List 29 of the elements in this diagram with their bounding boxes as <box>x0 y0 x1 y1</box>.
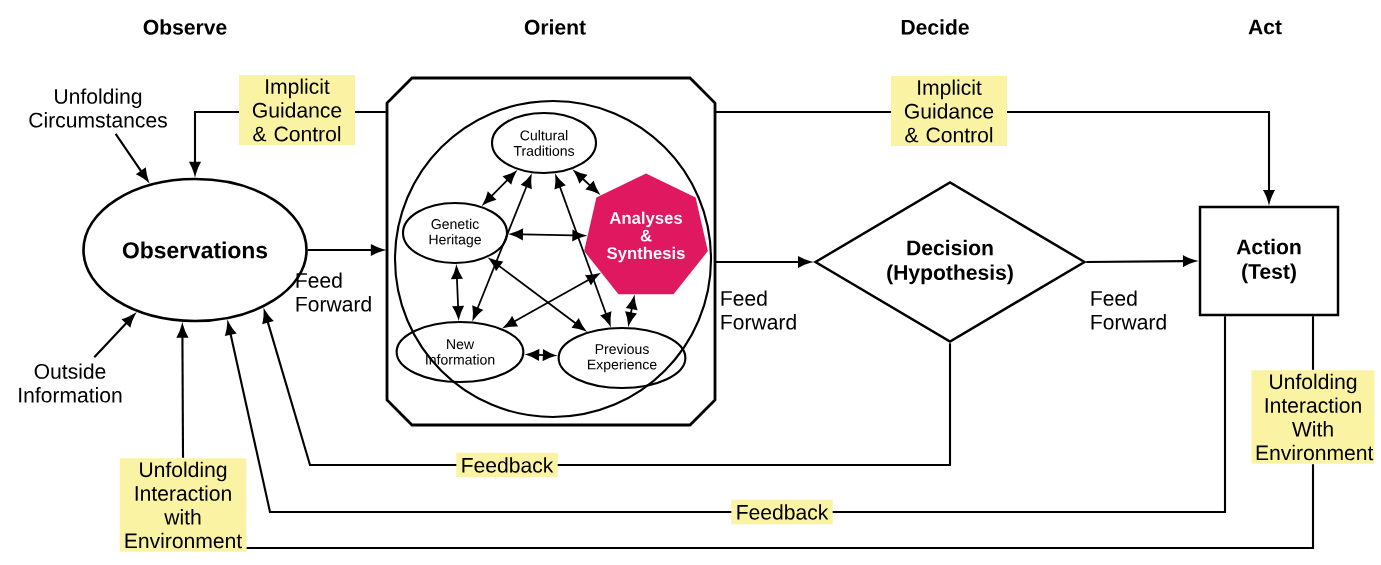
connector-line <box>1311 316 1315 370</box>
column-heading: Act <box>1248 19 1282 35</box>
synthesis-heptagon: Analyses & Synthesis <box>584 173 708 295</box>
input-text: Outside Information <box>19 363 122 403</box>
double-arrow <box>451 266 464 319</box>
action-box: Action (Test) <box>1198 205 1340 317</box>
double-arrow <box>554 175 612 326</box>
arrow <box>93 313 135 358</box>
column-heading: Orient <box>524 19 586 35</box>
edge-label: Feed Forward <box>296 272 371 312</box>
column-heading: Decide <box>901 19 969 35</box>
edge-label: Implicit Guidance & Control <box>239 75 355 145</box>
double-arrow <box>510 228 585 241</box>
arrow <box>307 244 384 256</box>
connector-line <box>246 464 1315 550</box>
arrow <box>715 256 811 268</box>
arrow <box>114 133 149 182</box>
double-arrow <box>472 175 532 320</box>
edge-label: Implicit Guidance & Control <box>891 76 1007 146</box>
double-arrow <box>483 171 516 205</box>
edge-label: Feedback <box>731 499 833 525</box>
edge-label: Feed Forward <box>1091 290 1166 330</box>
double-arrow <box>489 258 586 331</box>
arrow <box>1086 255 1196 267</box>
double-arrow <box>574 170 599 194</box>
input-text: Unfolding Circumstances <box>29 88 167 128</box>
column-heading: Observe <box>143 19 227 35</box>
interaction-box: Unfolding Interaction with Environment <box>119 458 247 552</box>
interaction-box: Unfolding Interaction With Environment <box>1251 370 1375 464</box>
